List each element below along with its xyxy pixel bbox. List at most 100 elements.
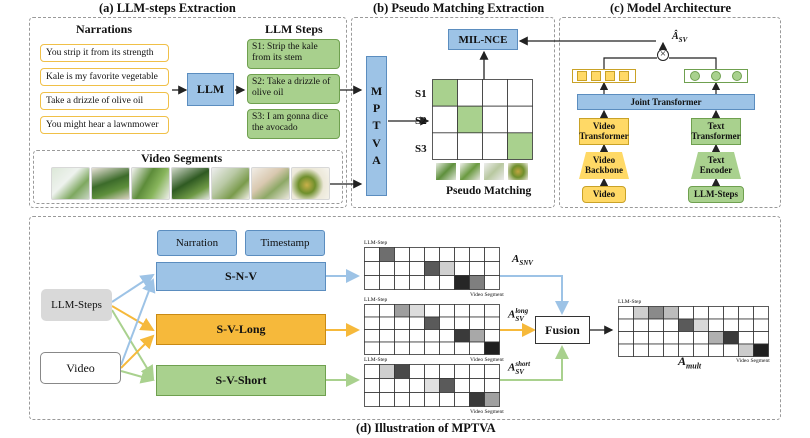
alignment-cell [469, 364, 485, 379]
panel-pseudo-matching [351, 17, 555, 208]
alignment-cell [454, 341, 470, 355]
a-sv-label: ÂSV [672, 31, 688, 44]
alignment-cell [618, 306, 634, 320]
alignment-cell [364, 316, 380, 330]
mptva-letter: A [372, 153, 381, 168]
matching-cell [482, 79, 508, 107]
pseudo-matching-grid [432, 79, 533, 160]
matching-cell [507, 105, 533, 134]
alignment-cell [469, 316, 485, 330]
alignment-cell [439, 378, 455, 393]
matrix-x-label: Video Segment [470, 292, 504, 298]
row-label: S1 [415, 88, 427, 100]
alignment-cell [364, 247, 380, 262]
alignment-cell [708, 343, 724, 357]
alignment-cell [663, 331, 679, 345]
alignment-cell [469, 392, 485, 407]
alignment-cell [738, 306, 754, 320]
alignment-cell [409, 247, 425, 262]
alignment-cell [364, 341, 380, 355]
alignment-cell [484, 261, 500, 276]
alignment-cell [469, 304, 485, 318]
llm-step-item: S3: I am gonna dice the avocado [247, 109, 340, 139]
matrix-y-label: LLM-Step [364, 240, 388, 246]
alignment-cell [364, 392, 380, 407]
video-frame-image [171, 167, 210, 200]
alignment-cell [708, 331, 724, 345]
alignment-cell [484, 364, 500, 379]
matrix-x-label: Video Segment [470, 409, 504, 415]
alignment-cell [484, 392, 500, 407]
segment-thumb-image [436, 163, 456, 180]
alignment-cell [618, 318, 634, 332]
alignment-cell [484, 378, 500, 393]
alignment-cell [394, 304, 410, 318]
llm-steps-input: LLM-Steps [41, 289, 112, 321]
alignment-cell [738, 343, 754, 357]
alignment-cell [723, 343, 739, 357]
alignment-cell [379, 392, 395, 407]
row-label: S3 [415, 143, 427, 155]
segment-thumb-image [460, 163, 480, 180]
alignment-cell [394, 275, 410, 290]
pseudo-matching-label: Pseudo Matching [446, 185, 532, 197]
video-input: Video [40, 352, 121, 384]
a-mult-label: Amult [678, 354, 702, 371]
alignment-cell [409, 378, 425, 393]
alignment-cell [454, 329, 470, 343]
alignment-cell [753, 331, 769, 345]
alignment-cell [364, 304, 380, 318]
alignment-cell [633, 318, 649, 332]
alignment-cell [439, 392, 455, 407]
narration-item: You strip it from its strength [40, 44, 169, 62]
alignment-cell [439, 329, 455, 343]
alignment-cell [663, 343, 679, 357]
alignment-cell [424, 392, 440, 407]
section-title-d: (d) Illustration of MPTVA [356, 421, 496, 435]
alignment-cell [738, 331, 754, 345]
alignment-cell [424, 261, 440, 276]
alignment-cell [648, 343, 664, 357]
alignment-cell [424, 378, 440, 393]
matching-cell [457, 79, 483, 107]
alignment-cell [618, 343, 634, 357]
alignment-cell [648, 331, 664, 345]
matching-cell [482, 105, 508, 134]
alignment-cell [364, 275, 380, 290]
llm-steps-title: LLM Steps [265, 22, 323, 36]
branch-sv-short: S-V-Short [156, 365, 326, 396]
alignment-cell [424, 329, 440, 343]
panel-llm-steps-extraction [29, 17, 347, 208]
alignment-cell [693, 331, 709, 345]
alignment-cell [708, 306, 724, 320]
video-frame-image [211, 167, 250, 200]
video-token [605, 71, 615, 81]
alignment-cell [409, 316, 425, 330]
alignment-cell [394, 316, 410, 330]
row-label: S2 [415, 115, 427, 127]
video-token [591, 71, 601, 81]
alignment-cell [633, 331, 649, 345]
matching-cell [432, 105, 458, 134]
alignment-cell [379, 304, 395, 318]
alignment-cell [424, 275, 440, 290]
alignment-cell [424, 304, 440, 318]
alignment-cell [753, 343, 769, 357]
mptva-box: M P T V A [366, 56, 387, 196]
matching-cell [432, 79, 458, 107]
matching-cell [457, 132, 483, 160]
a-snv-label: ASNV [512, 253, 533, 268]
alignment-cell [409, 364, 425, 379]
alignment-cell [394, 392, 410, 407]
matching-cell [457, 105, 483, 134]
alignment-cell [424, 364, 440, 379]
alignment-cell [753, 306, 769, 320]
matrix-x-label: Video Segment [736, 358, 770, 364]
alignment-cell [379, 275, 395, 290]
narrations-title: Narrations [76, 22, 132, 36]
alignment-cell [409, 275, 425, 290]
alignment-cell [738, 318, 754, 332]
alignment-cell [454, 364, 470, 379]
alignment-cell [364, 329, 380, 343]
